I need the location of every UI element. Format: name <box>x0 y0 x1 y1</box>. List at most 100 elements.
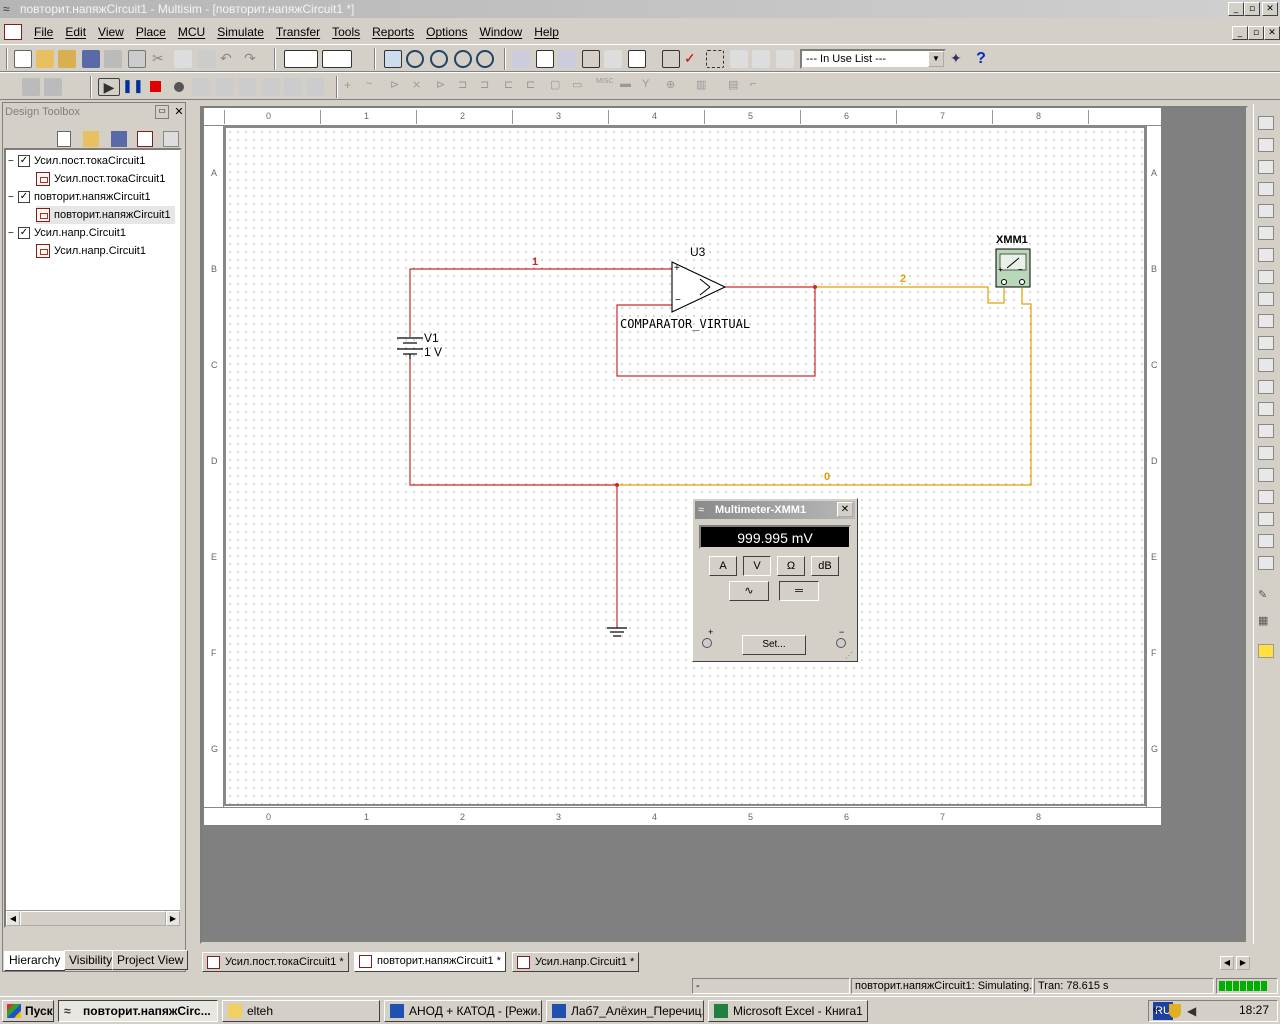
step-out-icon[interactable] <box>238 78 256 96</box>
erc-icon[interactable]: ✓ <box>684 50 696 66</box>
tray-expand-icon[interactable]: « <box>1153 1002 1160 1016</box>
restore-panel-icon[interactable]: ▭ <box>155 105 169 119</box>
advanced-peripherals-icon[interactable]: ▬ <box>620 78 631 90</box>
redo-icon[interactable]: ↷ <box>244 50 256 66</box>
remove-breakpoints-icon[interactable] <box>306 78 324 96</box>
zoom-in-icon[interactable] <box>406 50 424 68</box>
tree-item[interactable]: −✓повторит.напяжCircuit1 <box>8 191 151 203</box>
close-button[interactable]: ✕ <box>1262 2 1278 16</box>
close-panel-icon[interactable]: ✕ <box>174 106 184 118</box>
postprocessor-icon[interactable] <box>662 50 680 68</box>
misc-digital-icon[interactable]: ⊏ <box>504 79 514 91</box>
positive-terminal[interactable] <box>702 638 712 648</box>
bode-plotter-icon[interactable] <box>1258 226 1274 240</box>
u3-label[interactable]: U3 <box>690 245 706 259</box>
start-button[interactable]: Пуск <box>2 1000 54 1022</box>
tree-item[interactable]: −✓Усил.напр.Circuit1 <box>8 227 126 239</box>
tree-item-selected[interactable]: повторит.напяжCircuit1 <box>36 206 175 224</box>
xmm1-label[interactable]: XMM1 <box>996 234 1028 246</box>
task-word-2[interactable]: Лаб7_Алёхин_Перечиц... <box>546 1000 704 1022</box>
doc-minimize-button[interactable]: _ <box>1232 26 1248 40</box>
electromechanical-icon[interactable]: ⊕ <box>666 79 676 91</box>
v1-label[interactable]: V1 <box>424 331 439 345</box>
hierarchical-block-icon[interactable]: ▤ <box>728 79 739 91</box>
breakpoint-icon[interactable] <box>170 78 188 96</box>
tab-visibility[interactable]: Visibility <box>64 950 118 970</box>
rf-icon[interactable]: Y <box>642 78 650 90</box>
task-excel[interactable]: Microsoft Excel - Книга1 <box>708 1000 868 1022</box>
task-elteh[interactable]: elteh <box>222 1000 380 1022</box>
zoom-area-icon[interactable] <box>454 50 472 68</box>
create-component-icon[interactable] <box>582 50 600 68</box>
u3-model-label[interactable]: COMPARATOR_VIRTUAL <box>620 317 751 331</box>
step-over-icon[interactable] <box>216 78 234 96</box>
doc-tab[interactable]: Усил.пост.токаCircuit1 * <box>202 952 349 972</box>
tree-item[interactable]: Усил.напр.Circuit1 <box>36 242 146 260</box>
word-generator-icon[interactable] <box>1258 270 1274 284</box>
in-use-list-dropdown[interactable]: --- In Use List ---▼ <box>800 49 946 69</box>
parent-sheet-icon[interactable] <box>322 50 352 68</box>
mixed-icon[interactable]: ⊏ <box>526 79 536 91</box>
cut-icon[interactable]: ✂ <box>152 50 164 66</box>
ac-mode-button[interactable]: ∿ <box>729 581 769 601</box>
set-button[interactable]: Set... <box>742 635 806 655</box>
multimeter-window[interactable]: Multimeter-XMM1 ≈ ✕ 999.995 mV A V Ω dB … <box>692 498 858 662</box>
distortion-analyzer-icon[interactable] <box>1258 358 1274 372</box>
indicator-icon[interactable]: ▢ <box>550 79 561 91</box>
basic-icon[interactable]: ~ <box>366 78 373 90</box>
transistor-icon[interactable]: ⨯ <box>412 79 422 91</box>
new-design-icon[interactable] <box>57 131 71 147</box>
multimeter-titlebar[interactable]: Multimeter-XMM1 <box>695 501 855 519</box>
multimeter-icon[interactable] <box>1258 116 1274 130</box>
ttl-icon[interactable]: ⊐ <box>458 79 468 91</box>
help-icon[interactable]: ? <box>976 50 986 67</box>
logic-converter-icon[interactable] <box>1258 314 1274 328</box>
negative-terminal[interactable] <box>836 638 846 648</box>
dc-mode-button[interactable]: ═ <box>779 581 819 601</box>
scroll-left-icon[interactable]: ◀ <box>6 911 20 926</box>
source-icon[interactable]: + <box>344 78 352 92</box>
transfer-icon[interactable] <box>730 50 748 68</box>
rename-design-icon[interactable] <box>163 131 179 147</box>
tree-item[interactable]: Усил.пост.токаCircuit1 <box>36 170 165 188</box>
spectrum-analyzer-icon[interactable] <box>1258 380 1274 394</box>
tab-project-view[interactable]: Project View <box>112 950 189 970</box>
toggle-toolbox-icon[interactable] <box>512 50 530 68</box>
mode-db-button[interactable]: dB <box>811 556 839 576</box>
stop-icon[interactable] <box>146 78 164 96</box>
checkbox-checked-icon[interactable]: ✓ <box>18 227 30 239</box>
step-into-icon[interactable] <box>192 78 210 96</box>
doc-tab-active[interactable]: повторит.напяжCircuit1 * <box>354 952 506 972</box>
mode-ohm-button[interactable]: Ω <box>777 556 805 576</box>
save-icon[interactable] <box>82 50 100 68</box>
save-design-icon[interactable] <box>111 131 127 147</box>
close-design-icon[interactable] <box>137 131 153 147</box>
tree-horizontal-scrollbar[interactable]: ◀ ▶ <box>6 910 180 926</box>
menu-window[interactable]: Window <box>479 25 523 39</box>
bus-entry-icon[interactable]: ⌐ <box>750 78 757 90</box>
chip-icon[interactable]: ▦ <box>1258 615 1269 627</box>
doc-restore-button[interactable]: ▫ <box>1248 26 1264 40</box>
tab-scroll-left-icon[interactable]: ◀ <box>1220 956 1234 970</box>
print-preview-icon[interactable] <box>128 50 146 68</box>
logic-analyzer-icon[interactable] <box>1258 292 1274 306</box>
wattmeter-icon[interactable] <box>1258 160 1274 174</box>
copy-icon[interactable] <box>174 50 192 68</box>
diode-icon[interactable]: ⊳ <box>390 79 400 91</box>
sheet-grid[interactable] <box>224 126 1146 806</box>
analog-icon[interactable]: ⊳ <box>436 79 446 91</box>
menu-edit[interactable]: Edit <box>65 25 87 39</box>
scroll-right-icon[interactable]: ▶ <box>166 911 180 926</box>
full-screen-icon[interactable] <box>284 50 318 68</box>
show-grid-icon[interactable] <box>384 50 402 68</box>
zoom-out-icon[interactable] <box>430 50 448 68</box>
spreadsheet-view-icon[interactable] <box>536 50 554 68</box>
menu-reports[interactable]: Reports <box>372 25 415 39</box>
menu-place[interactable]: Place <box>135 25 166 39</box>
task-multisim[interactable]: ≈повторит.напяжCirc... <box>58 1000 218 1022</box>
grapher-icon[interactable] <box>628 50 646 68</box>
resize-grip-icon[interactable]: ⋰ <box>845 651 853 660</box>
function-generator-icon[interactable] <box>1258 138 1274 152</box>
open-design-icon[interactable] <box>83 131 99 147</box>
pause-icon[interactable]: ❚❚ <box>122 78 144 93</box>
